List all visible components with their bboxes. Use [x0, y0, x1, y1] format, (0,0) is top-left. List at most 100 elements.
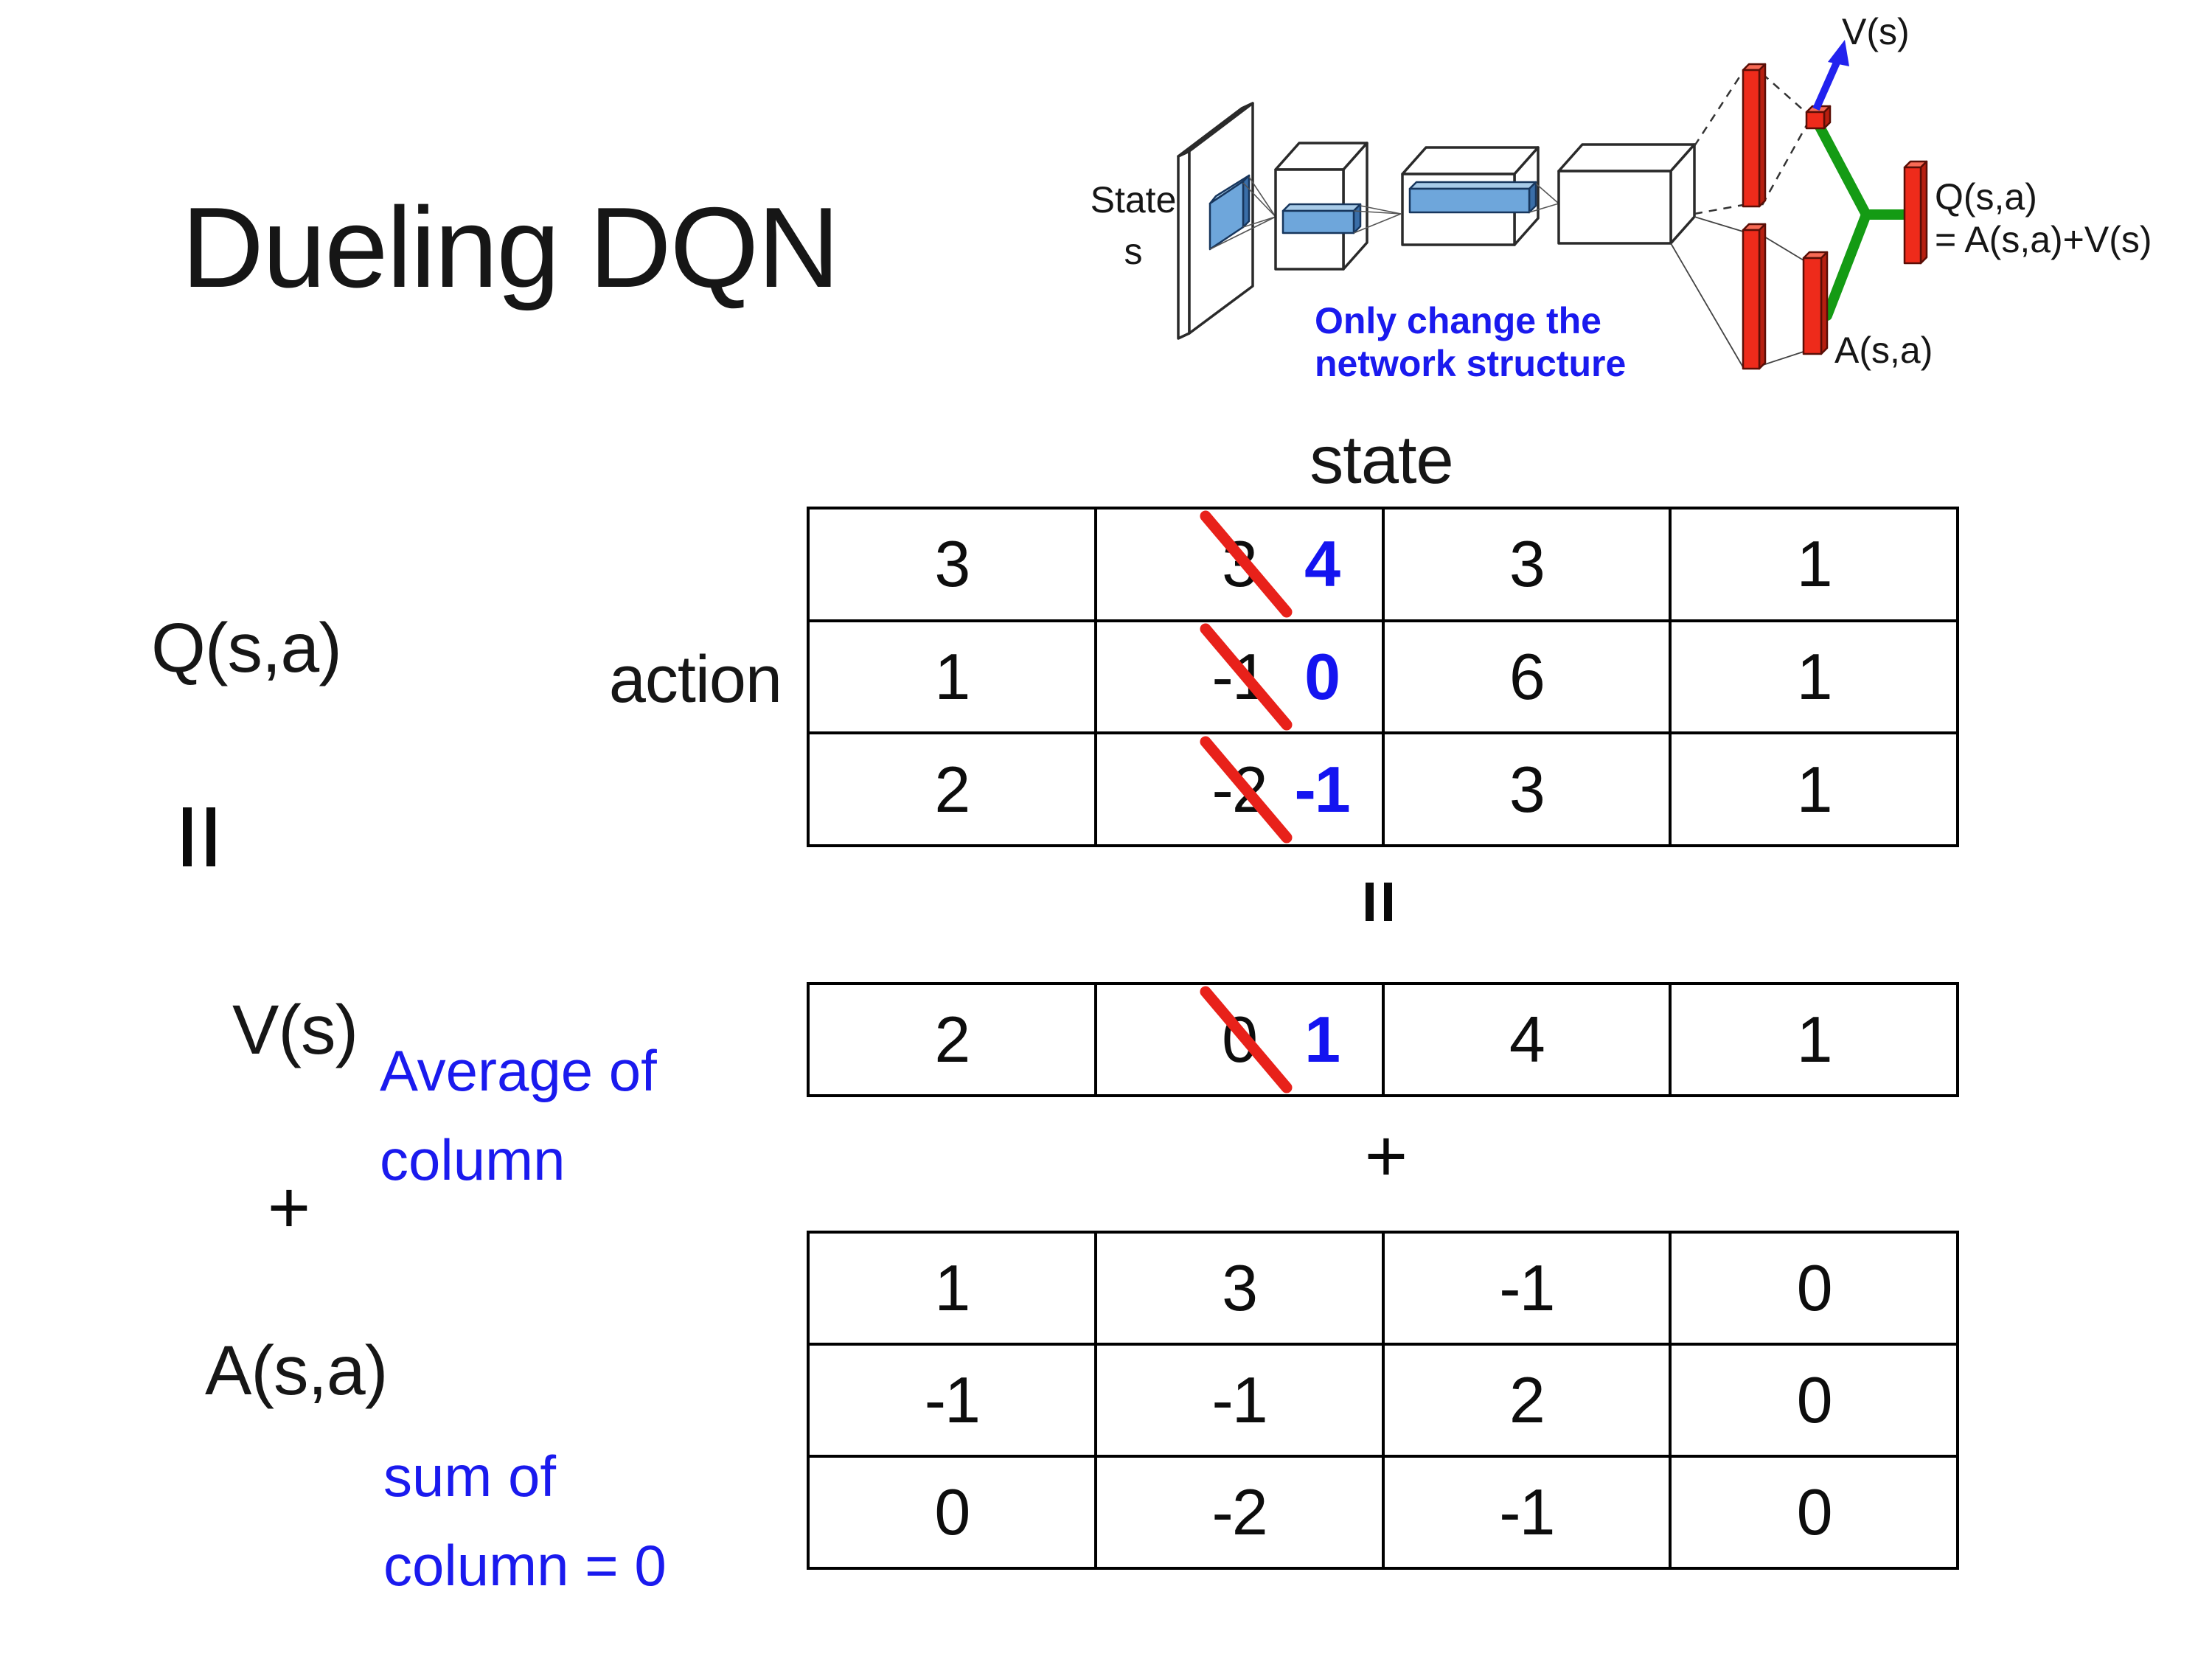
q-cell-new-value: 0 — [1304, 639, 1340, 713]
sum-note-line2: column = 0 — [383, 1532, 667, 1598]
diagram-q-label-line2: = A(s,a)+V(s) — [1935, 219, 2152, 260]
a-matrix-label: A(s,a) — [205, 1332, 388, 1410]
a-cell: 1 — [808, 1232, 1096, 1344]
a-cell: 0 — [1670, 1344, 1958, 1456]
a-cell-value: 1 — [934, 1251, 970, 1324]
q-cell: 3 — [808, 508, 1096, 621]
diagram-caption-line1: Only change the — [1315, 300, 1601, 341]
v-cell: 2 — [808, 984, 1096, 1096]
a-cell-value: 0 — [1796, 1251, 1833, 1324]
a-cell: -2 — [1095, 1456, 1383, 1568]
connector-cone-2 — [1353, 205, 1402, 234]
a-cell-value: -1 — [1499, 1251, 1555, 1324]
v-cell-corrected: 0 1 — [1095, 984, 1383, 1096]
q-cell-value: 6 — [1509, 639, 1545, 713]
a-cell: -1 — [1382, 1456, 1671, 1568]
connector-cone-3 — [1528, 183, 1559, 213]
a-cell: 0 — [1670, 1232, 1958, 1344]
q-cell-value: 2 — [934, 752, 970, 826]
a-cell-value: 3 — [1222, 1251, 1258, 1324]
q-cell: 1 — [1670, 733, 1958, 846]
diagram-vs-label: V(s) — [1842, 11, 1910, 52]
plus-sign-middle: + — [1364, 1115, 1408, 1197]
conv-filter-1 — [1208, 174, 1251, 251]
q-cell-new-value: 4 — [1304, 527, 1340, 601]
q-cell-corrected: 3 4 — [1095, 508, 1383, 621]
diagram-asa-label: A(s,a) — [1834, 330, 1933, 371]
value-arrow-icon — [1812, 40, 1849, 111]
sum-note-line1: sum of — [383, 1444, 557, 1509]
v-cell-value: 4 — [1509, 1003, 1545, 1076]
value-stream-dashed-links — [1693, 71, 1808, 215]
v-cell: 1 — [1670, 984, 1958, 1096]
q-cell-value: 1 — [1796, 639, 1833, 713]
a-cell: -1 — [1382, 1232, 1671, 1344]
v-cell-new-value: 1 — [1304, 1003, 1340, 1076]
q-cell-corrected: -2 -1 — [1095, 733, 1383, 846]
a-cell-value: 0 — [1796, 1475, 1833, 1548]
v-cell-value: 2 — [934, 1003, 970, 1076]
q-cell-corrected: -1 0 — [1095, 620, 1383, 734]
dueling-network-diagram: State s V(s) Q(s,a) = A(s,a)+V(s) A(s,a)… — [1091, 11, 2152, 384]
q-cell-value: 1 — [1796, 752, 1833, 826]
a-cell-value: -1 — [1499, 1475, 1555, 1548]
a-cell-value: 2 — [1509, 1363, 1545, 1436]
a-cell-value: 0 — [934, 1475, 970, 1548]
q-cell-value: 1 — [1796, 527, 1833, 601]
q-cell-old-value: 3 — [1222, 527, 1258, 601]
connector-cone-1 — [1209, 176, 1276, 250]
advantage-stream-links — [1670, 216, 1804, 368]
a-cell: 0 — [1670, 1456, 1958, 1568]
plus-sign-left: + — [267, 1166, 311, 1249]
a-cell: -1 — [808, 1344, 1096, 1456]
a-cell-value: 0 — [1796, 1363, 1833, 1436]
a-cell-value: -1 — [1211, 1363, 1268, 1436]
merge-y-connector — [1815, 122, 1909, 321]
q-cell-value: 3 — [934, 527, 970, 601]
diagram-state-label: State — [1091, 179, 1177, 220]
a-cell: -1 — [1095, 1344, 1383, 1456]
advantage-output-bar — [1802, 251, 1829, 355]
diagram-caption-line2: network structure — [1315, 343, 1626, 384]
q-cell-value: 3 — [1509, 527, 1545, 601]
v-value-row: 2 0 1 4 1 — [807, 982, 1959, 1097]
q-cell-old-value: -1 — [1211, 639, 1268, 713]
q-cell-new-value: -1 — [1294, 752, 1351, 826]
a-cell: 0 — [808, 1456, 1096, 1568]
value-hidden-bar — [1742, 63, 1767, 208]
v-cell-old-value: 0 — [1222, 1003, 1258, 1076]
average-of-column-note: Average of column — [380, 1026, 657, 1205]
sum-of-column-note: sum of column = 0 — [383, 1432, 667, 1610]
q-output-bar — [1903, 160, 1928, 265]
q-matrix-label: Q(s,a) — [151, 609, 342, 687]
v-matrix-label: V(s) — [232, 991, 358, 1069]
q-cell: 3 — [1382, 508, 1671, 621]
q-value-table: 3 3 4 3 1 1 -1 0 6 1 2 -2 -1 3 1 — [807, 507, 1959, 847]
slide-title: Dueling DQN — [181, 184, 840, 311]
q-cell: 1 — [808, 620, 1096, 734]
a-cell: 2 — [1382, 1344, 1671, 1456]
v-cell-value: 1 — [1796, 1003, 1833, 1076]
diagram-state-s-label: s — [1124, 231, 1143, 272]
diagram-q-label-line1: Q(s,a) — [1935, 176, 2037, 218]
action-axis-label: action — [608, 643, 782, 717]
advantage-hidden-bar — [1742, 223, 1767, 370]
advantage-table: 1 3 -1 0 -1 -1 2 0 0 -2 -1 0 — [807, 1231, 1959, 1570]
q-cell-value: 1 — [934, 639, 970, 713]
q-cell-value: 3 — [1509, 752, 1545, 826]
q-cell: 6 — [1382, 620, 1671, 734]
q-cell: 2 — [808, 733, 1096, 846]
q-cell: 3 — [1382, 733, 1671, 846]
conv-filter-2 — [1281, 203, 1362, 234]
conv-filter-3 — [1408, 181, 1537, 214]
a-cell: 3 — [1095, 1232, 1383, 1344]
average-note-line1: Average of — [380, 1038, 657, 1103]
q-cell: 1 — [1670, 508, 1958, 621]
average-note-line2: column — [380, 1127, 566, 1192]
v-cell: 4 — [1382, 984, 1671, 1096]
state-axis-label: state — [1310, 422, 1453, 498]
a-cell-value: -2 — [1211, 1475, 1268, 1548]
q-cell: 1 — [1670, 620, 1958, 734]
q-cell-old-value: -2 — [1211, 752, 1268, 826]
